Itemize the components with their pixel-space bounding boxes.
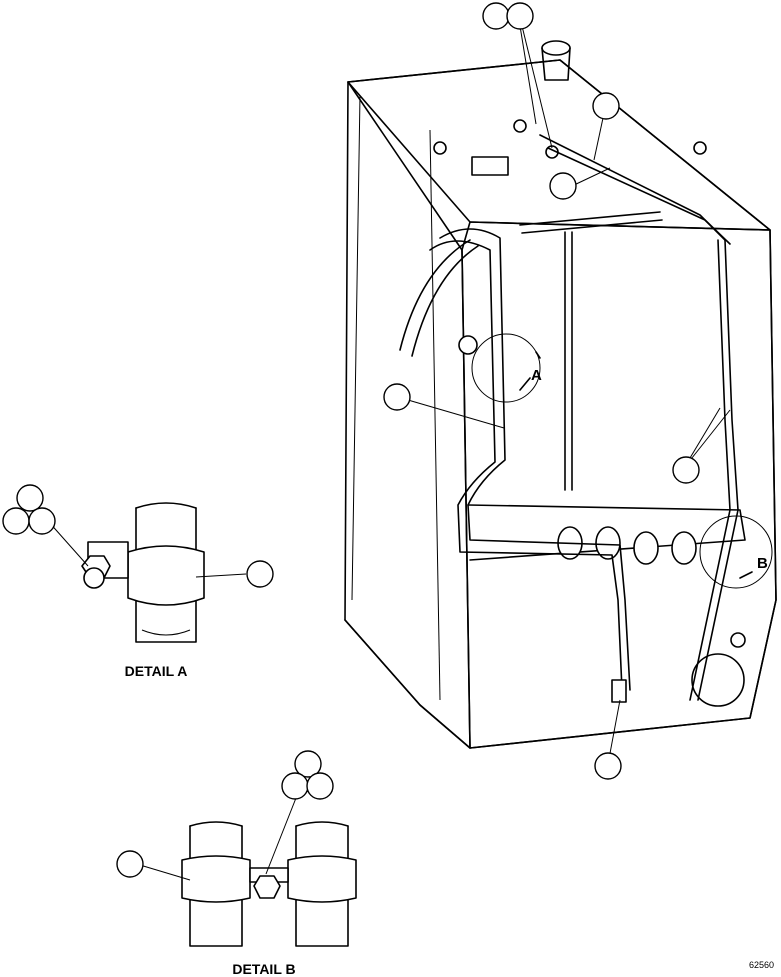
- top-port: [513, 119, 527, 133]
- main-leader-lines: [407, 25, 731, 765]
- callout-bubble: [16, 484, 44, 512]
- view-label-a: A: [531, 367, 542, 384]
- callout-bubble: [482, 2, 510, 30]
- filler-neck: [541, 40, 571, 81]
- callout-bubble: [672, 456, 700, 484]
- lifting-lug: [433, 141, 447, 155]
- hex-nut: [253, 875, 281, 899]
- view-label-b: B: [757, 555, 768, 572]
- lifting-lug: [693, 141, 707, 155]
- callout-bubble: [383, 383, 411, 411]
- callout-bubble: [594, 752, 622, 780]
- detail-b: DETAIL B: [116, 750, 357, 977]
- callout-bubble: [506, 2, 534, 30]
- callout-bubble: [549, 172, 577, 200]
- callout-bubble: [246, 560, 274, 588]
- view-indicator-a: A: [471, 333, 542, 403]
- callout-bubble: [281, 772, 309, 800]
- main-callouts: [383, 2, 700, 780]
- detail-b-caption: DETAIL B: [232, 961, 295, 977]
- top-cover-plate: [471, 156, 509, 176]
- filter-canisters: [557, 526, 697, 565]
- callout-bubble: [592, 92, 620, 120]
- bolt-head: [83, 567, 105, 589]
- view-indicator-b: B: [699, 515, 773, 589]
- callout-bubble: [28, 507, 56, 535]
- hose-fitting: [611, 679, 627, 703]
- detail-a: DETAIL A: [2, 484, 274, 679]
- callout-bubble: [116, 850, 144, 878]
- figure-number: 62560: [749, 960, 774, 970]
- hydraulic-lines: [399, 134, 739, 703]
- callout-bubble: [294, 750, 322, 778]
- callout-bubble: [306, 772, 334, 800]
- breather-fitting: [458, 335, 478, 355]
- access-cover: [691, 653, 745, 707]
- drain-plug: [730, 632, 746, 648]
- detail-a-caption: DETAIL A: [125, 663, 188, 679]
- callout-bubble: [2, 507, 30, 535]
- hydraulic-tank: [344, 40, 777, 749]
